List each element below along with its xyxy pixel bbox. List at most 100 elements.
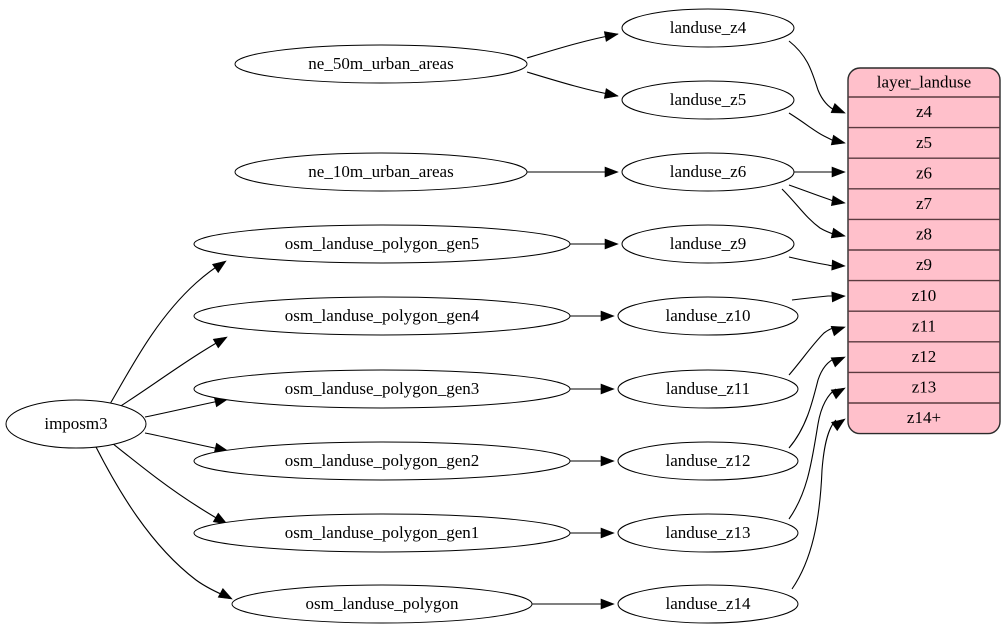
node-label: landuse_z10 — [666, 306, 751, 325]
node-label: landuse_z12 — [666, 451, 751, 470]
node-shape-intermediate — [621, 152, 795, 192]
node-shape-source — [193, 296, 571, 336]
edge-z5-to-row — [788, 112, 837, 143]
layer-table-row-label: z11 — [912, 316, 936, 335]
edge-imposm-to-poly — [95, 446, 231, 599]
node-shape-source — [193, 369, 571, 409]
node-shape-intermediate — [617, 441, 799, 481]
node-shape-source — [193, 441, 571, 481]
node-ne-10m-urban-areas[interactable]: ne_10m_urban_areas — [234, 152, 528, 192]
node-shape-root — [5, 399, 147, 449]
edge-z9-to-row — [788, 256, 837, 267]
node-label: osm_landuse_polygon_gen1 — [285, 523, 480, 542]
edge-z13-to-row — [788, 388, 837, 520]
layer-table-row-label: z4 — [916, 102, 933, 121]
node-imposm3[interactable]: imposm3 — [5, 399, 147, 449]
layer-table-header-label: layer_landuse — [877, 72, 971, 91]
node-shape-intermediate — [617, 369, 799, 409]
arrowhead-ah-row-z13 — [830, 387, 846, 400]
edge-z4-to-row — [788, 40, 837, 112]
edge-z14-to-row — [791, 419, 837, 590]
arrowhead-ah-row-z10 — [831, 291, 846, 303]
arrowhead-ah-row-z9 — [831, 259, 846, 271]
node-osm-landuse-polygon-gen5[interactable]: osm_landuse_polygon_gen5 — [193, 224, 571, 264]
node-label: landuse_z4 — [670, 18, 747, 37]
layer-table-row-label: z14+ — [907, 408, 941, 427]
layer-table-row-label: z7 — [916, 194, 933, 213]
arrowhead-ah-z10-in — [600, 310, 615, 322]
arrowhead-ah-row-z4 — [830, 102, 846, 114]
node-osm-landuse-polygon-gen3[interactable]: osm_landuse_polygon_gen3 — [193, 369, 571, 409]
arrowhead-ah-z6-in — [604, 166, 619, 178]
arrowhead-ah-row-z12 — [830, 356, 846, 368]
node-shape-intermediate — [621, 224, 795, 264]
node-osm-landuse-polygon-gen1[interactable]: osm_landuse_polygon_gen1 — [193, 513, 571, 553]
node-landuse-z11[interactable]: landuse_z11 — [617, 369, 799, 409]
arrowhead-ah-row-z8 — [830, 227, 846, 239]
node-shape-intermediate — [617, 296, 799, 336]
node-landuse-z13[interactable]: landuse_z13 — [617, 513, 799, 553]
node-landuse-z5[interactable]: landuse_z5 — [621, 80, 795, 120]
node-label: osm_landuse_polygon_gen4 — [285, 306, 480, 325]
node-label: ne_50m_urban_areas — [308, 54, 453, 73]
layer-table-row-label: z8 — [916, 225, 932, 244]
node-landuse-z10[interactable]: landuse_z10 — [617, 296, 799, 336]
edge-imposm-to-gen4 — [115, 337, 226, 410]
node-label: osm_landuse_polygon_gen5 — [285, 234, 480, 253]
node-shape-source — [234, 44, 528, 84]
node-label: imposm3 — [44, 414, 107, 433]
arrowhead-ah-z11-in — [600, 383, 615, 395]
node-landuse-z12[interactable]: landuse_z12 — [617, 441, 799, 481]
edge-z6-to-row8 — [781, 188, 837, 236]
arrowhead-ah-gen4 — [212, 336, 228, 349]
edge-z6-to-row7 — [788, 184, 837, 203]
node-label: osm_landuse_polygon_gen3 — [285, 379, 480, 398]
arrowhead-ah-row-z7 — [830, 195, 846, 207]
node-shape-intermediate — [621, 80, 795, 120]
nodes-layer: imposm3 ne_50m_urban_areas ne_10m_urban_ar… — [5, 8, 799, 624]
node-label: landuse_z13 — [666, 523, 751, 542]
node-ne-50m-urban-areas[interactable]: ne_50m_urban_areas — [234, 44, 528, 84]
node-shape-source — [193, 513, 571, 553]
edge-imposm-to-gen5 — [109, 261, 225, 405]
arrowhead-ah-z12-in — [600, 455, 615, 467]
layer-table-row-label: z12 — [912, 347, 937, 366]
node-label: landuse_z14 — [666, 594, 751, 613]
edge-z10-to-row — [791, 295, 836, 301]
edge-ne50-to-z4 — [526, 33, 619, 59]
node-label: osm_landuse_polygon — [306, 594, 459, 613]
layer-table-row-label: z6 — [916, 163, 932, 182]
arrowhead-ah-z4-in — [603, 31, 619, 42]
node-landuse-z9[interactable]: landuse_z9 — [621, 224, 795, 264]
arrowhead-ah-z5-in — [603, 88, 619, 99]
node-osm-landuse-polygon-gen2[interactable]: osm_landuse_polygon_gen2 — [193, 441, 571, 481]
node-label: landuse_z11 — [666, 379, 750, 398]
node-shape-source — [234, 152, 528, 192]
edge-z12-to-row — [788, 357, 837, 449]
arrowhead-ah-row-z5 — [830, 134, 846, 146]
arrowhead-ah-row-z6 — [831, 166, 846, 178]
node-shape-source — [231, 584, 533, 624]
node-label: landuse_z6 — [670, 162, 746, 181]
arrowhead-ah-z13-in — [600, 527, 615, 539]
node-osm-landuse-polygon-gen4[interactable]: osm_landuse_polygon_gen4 — [193, 296, 571, 336]
edge-imposm-to-gen3 — [144, 399, 225, 418]
node-landuse-z14[interactable]: landuse_z14 — [617, 584, 799, 624]
node-label: landuse_z5 — [670, 90, 746, 109]
edge-ne50-to-z5 — [526, 71, 619, 97]
arrowhead-ah-row-z11 — [830, 325, 846, 337]
arrowhead-ah-poly — [217, 587, 233, 600]
edge-z11-to-row — [788, 326, 837, 376]
node-shape-intermediate — [621, 8, 795, 48]
layer-table-row-label: z9 — [916, 255, 932, 274]
node-label: ne_10m_urban_areas — [308, 162, 453, 181]
node-shape-intermediate — [617, 513, 799, 553]
node-landuse-z4[interactable]: landuse_z4 — [621, 8, 795, 48]
arrowhead-ah-z9-in — [604, 238, 619, 250]
layer-landuse-table[interactable]: layer_landusez4z5z6z7z8z9z10z11z12z13z14… — [847, 67, 1001, 435]
node-osm-landuse-polygon[interactable]: osm_landuse_polygon — [231, 584, 533, 624]
node-label: landuse_z9 — [670, 234, 746, 253]
node-landuse-z6[interactable]: landuse_z6 — [621, 152, 795, 192]
